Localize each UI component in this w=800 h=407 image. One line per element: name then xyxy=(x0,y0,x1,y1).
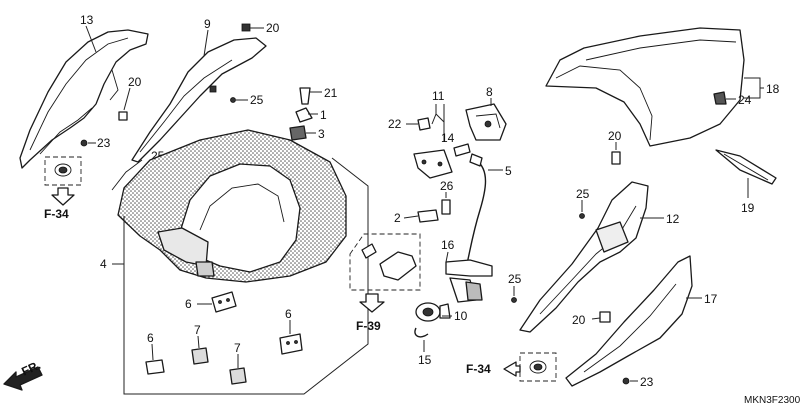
callout-21: 21 xyxy=(324,86,338,100)
callout-9: 9 xyxy=(204,17,211,31)
screw-25-a xyxy=(230,97,236,103)
callout-20-right-bottom: 20 xyxy=(572,313,586,327)
callout-20-right-top: 20 xyxy=(608,129,622,143)
part-11-latch-bracket xyxy=(413,143,471,179)
part-7-rubber-a xyxy=(191,347,209,365)
screw-25-d xyxy=(511,297,517,303)
callout-20-left: 20 xyxy=(128,75,142,89)
callout-25-d: 25 xyxy=(508,272,522,286)
callout-24: 24 xyxy=(738,93,752,107)
callout-6-a: 6 xyxy=(185,297,192,311)
callout-23-left: 23 xyxy=(97,136,111,150)
callout-10: 10 xyxy=(454,309,468,323)
bolt-24 xyxy=(713,91,727,105)
part-16-key-set xyxy=(445,259,493,303)
front-direction-arrow-icon xyxy=(3,366,43,391)
part-6-pad-b xyxy=(279,333,303,355)
screw-23-right xyxy=(622,377,630,385)
ref-box-f34-right xyxy=(503,352,557,382)
part-4-main-seat xyxy=(117,129,347,283)
part-7-rubber-b xyxy=(229,367,247,385)
callout-5: 5 xyxy=(505,164,512,178)
part-8-seat-lock xyxy=(465,103,507,141)
part-10-lock-cylinder xyxy=(415,302,451,322)
part-3-grommet xyxy=(289,125,307,141)
callout-7-a: 7 xyxy=(194,323,201,337)
callout-2: 2 xyxy=(394,211,401,225)
callout-26: 26 xyxy=(440,179,454,193)
bolt-20-right-bottom xyxy=(599,311,611,323)
diagram-code: MKN3F2300 xyxy=(744,395,800,406)
ref-arrow-f39-icon xyxy=(359,293,385,313)
callout-22: 22 xyxy=(388,117,402,131)
ref-box-f39 xyxy=(349,233,421,313)
callout-20-top: 20 xyxy=(266,21,280,35)
callout-13: 13 xyxy=(80,13,94,27)
ref-f39[interactable]: F-39 xyxy=(356,319,381,333)
screw-25-c xyxy=(579,213,585,219)
bolt-22 xyxy=(417,117,431,131)
callout-17: 17 xyxy=(704,292,718,306)
callout-14: 14 xyxy=(441,131,455,145)
ref-f34-left[interactable]: F-34 xyxy=(44,207,69,221)
callout-19: 19 xyxy=(741,201,755,215)
callout-11: 11 xyxy=(432,89,445,103)
part-19-trim-strip xyxy=(715,149,777,185)
part-17-lower-cover xyxy=(565,255,693,387)
part-1-hook xyxy=(295,107,313,123)
part-12-side-cover-right xyxy=(519,181,649,333)
part-21-screw xyxy=(299,87,311,105)
part-18-seat-cowl xyxy=(545,27,745,147)
callout-23-right: 23 xyxy=(640,375,654,389)
bolt-20-right-top xyxy=(611,151,621,165)
ref-f34-right[interactable]: F-34 xyxy=(466,362,491,376)
bolt-20-rail xyxy=(209,85,217,93)
ref-arrow-left-icon xyxy=(503,361,521,377)
part-6-pad-c xyxy=(145,359,165,375)
callout-6-b: 6 xyxy=(285,307,292,321)
ref-arrow-down-icon xyxy=(51,187,75,206)
callout-18: 18 xyxy=(766,82,780,96)
bolt-20-top xyxy=(241,23,251,32)
callout-16: 16 xyxy=(441,238,455,252)
callout-8: 8 xyxy=(486,85,493,99)
part-5-cable xyxy=(465,153,487,269)
part-15-clip xyxy=(414,327,429,338)
callout-7-b: 7 xyxy=(234,341,241,355)
callout-25-a: 25 xyxy=(250,93,264,107)
part-6-pad-a xyxy=(211,291,237,313)
screw-23-left xyxy=(80,139,88,147)
callout-1: 1 xyxy=(320,108,327,122)
part-2-clip xyxy=(417,209,439,223)
callout-3: 3 xyxy=(318,127,325,141)
bolt-26 xyxy=(441,199,451,215)
part-9-rail-cover xyxy=(111,37,267,191)
callout-15: 15 xyxy=(418,353,432,367)
callout-6-c: 6 xyxy=(147,331,154,345)
callout-25-c: 25 xyxy=(576,187,590,201)
callout-12: 12 xyxy=(666,212,680,226)
callout-4: 4 xyxy=(100,257,107,271)
bolt-20-left xyxy=(118,111,128,121)
ref-box-f34-left xyxy=(44,156,82,206)
part-13-side-cover xyxy=(19,29,149,169)
